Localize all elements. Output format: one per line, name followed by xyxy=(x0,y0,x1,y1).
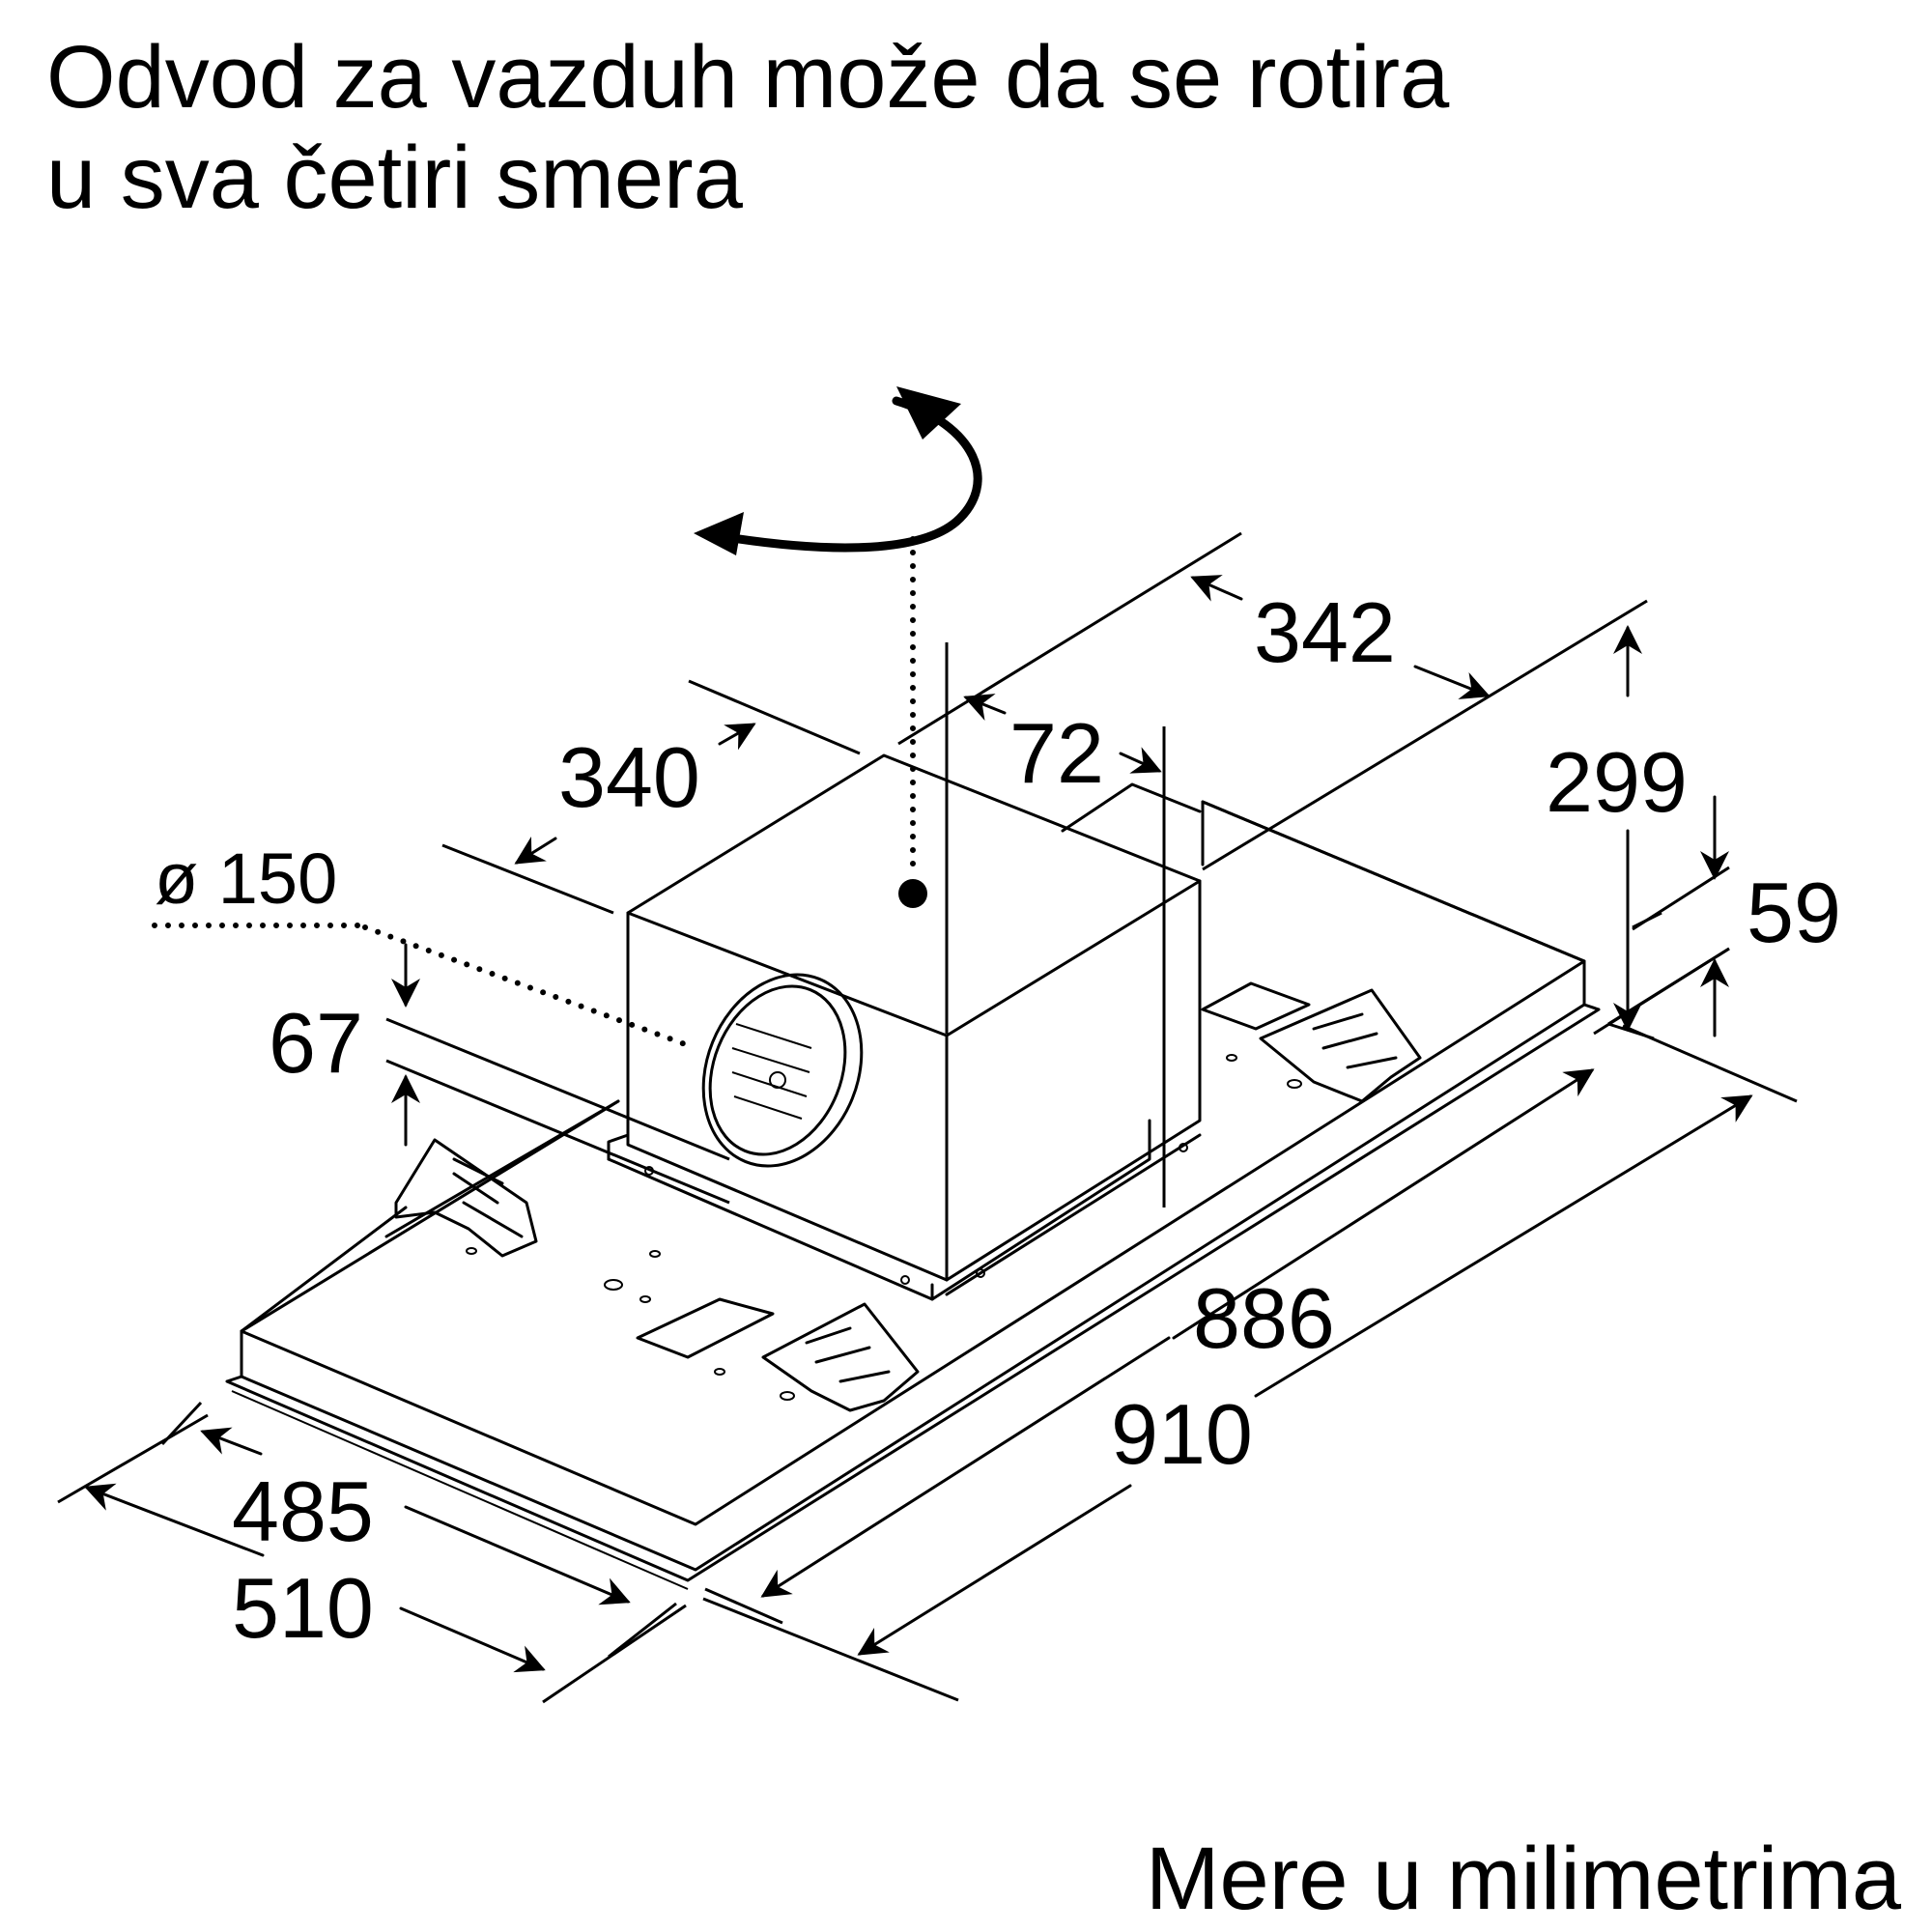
dim-total-height: 299 xyxy=(1546,625,1730,1036)
dim-box-depth: 340 xyxy=(441,679,861,915)
title-line-1: Odvod za vazduh može da se rotira xyxy=(46,28,1450,127)
dim-overall-depth: 485 510 xyxy=(57,1401,687,1704)
label-72: 72 xyxy=(1009,705,1104,801)
dim-duct-height: 67 xyxy=(269,943,730,1205)
label-886: 886 xyxy=(1193,1270,1335,1366)
label-485: 485 xyxy=(232,1463,374,1559)
rotation-arrow xyxy=(694,386,982,908)
mounting-bracket-left xyxy=(394,1138,538,1258)
dim-box-width: 342 xyxy=(897,531,1648,871)
label-910: 910 xyxy=(1111,1386,1253,1482)
label-342: 342 xyxy=(1254,584,1396,680)
panel-details xyxy=(466,981,1311,1401)
mounting-bracket-center xyxy=(761,1302,920,1412)
dim-duct-diameter: ø 150 xyxy=(152,838,691,1048)
label-67: 67 xyxy=(269,995,363,1091)
label-59: 59 xyxy=(1747,865,1841,960)
diagram-title: Odvod za vazduh može da se rotira u sva … xyxy=(46,27,1449,228)
hood-base-panel xyxy=(225,800,1601,1590)
dim-frame-height: 59 xyxy=(1607,795,1841,1037)
title-line-2: u sva četiri smera xyxy=(46,128,743,227)
label-340: 340 xyxy=(558,729,700,825)
duct-outlet xyxy=(701,973,864,1168)
label-510: 510 xyxy=(232,1560,374,1656)
mounting-bracket-right xyxy=(1259,988,1422,1103)
units-note: Mere u milimetrima xyxy=(1145,1830,1901,1928)
dim-duct-offset: 72 xyxy=(945,642,1166,1208)
motor-box xyxy=(607,753,1202,1301)
dim-overall-width: 886 910 xyxy=(702,1022,1798,1702)
label-299: 299 xyxy=(1546,734,1688,830)
label-diameter-150: ø 150 xyxy=(155,838,337,919)
